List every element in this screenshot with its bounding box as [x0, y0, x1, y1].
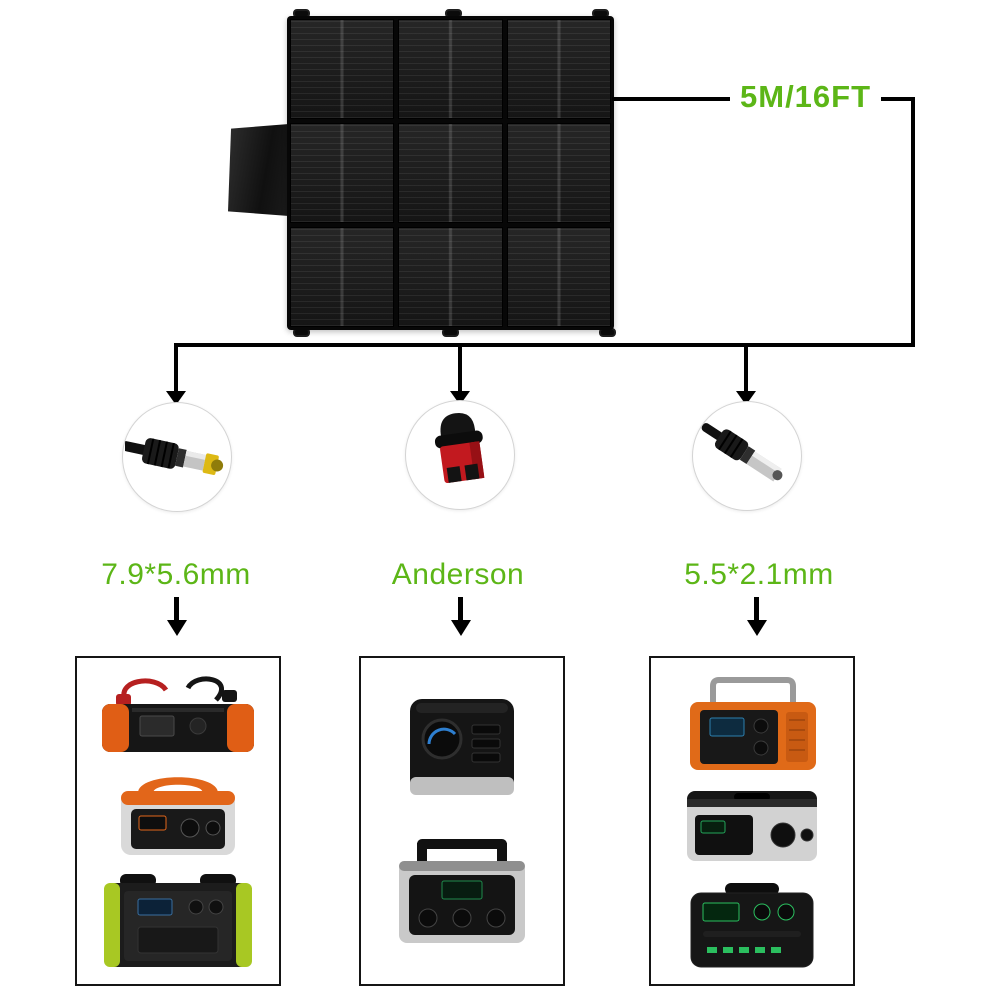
compatible-devices-box-5-5x2-1 [649, 656, 855, 986]
cable-drop-center [458, 345, 462, 393]
portable-power-station-black-cube [397, 693, 527, 803]
solar-cell-section [290, 19, 395, 119]
cable-segment-right [911, 97, 915, 347]
jump-starter-power-station-orange-black [94, 672, 262, 758]
solar-cell-section [506, 123, 611, 223]
portable-power-station-black-green [676, 879, 828, 971]
connector-size-label: 5.5*2.1mm [684, 558, 834, 591]
solar-cell-section [506, 19, 611, 119]
connector-circle-5-5x2-1 [692, 401, 802, 511]
solar-panel-grid [287, 16, 614, 330]
connector-size-label: Anderson [391, 558, 525, 591]
anderson-connector-red-black-icon [434, 412, 485, 484]
dc-plug-5-5x2-1-silver-tip-icon [701, 423, 783, 482]
solar-cell-section [398, 19, 503, 119]
down-arrow-icon [458, 597, 463, 622]
portable-power-station-silver-top-handle [383, 835, 541, 949]
down-arrow-icon [174, 597, 179, 622]
connector-circle-anderson [405, 400, 515, 510]
portable-power-station-silver-aluminum [675, 783, 829, 869]
foldable-solar-panel [228, 9, 616, 337]
down-arrow-icon [451, 620, 471, 636]
connector-circle-7-9x5-6 [122, 402, 232, 512]
down-arrow-icon [747, 620, 767, 636]
solar-cell-section [398, 123, 503, 223]
down-arrow-icon [167, 620, 187, 636]
connector-size-label: 7.9*5.6mm [101, 558, 251, 591]
cable-length-label: 5M/16FT [730, 79, 882, 115]
dc-plug-7-9x5-6-yellow-tip-icon [125, 438, 224, 475]
cable-drop-right [744, 345, 748, 393]
down-arrow-icon [754, 597, 759, 622]
cable-drop-left [174, 345, 178, 393]
portable-power-station-black-lime [94, 871, 262, 971]
down-arrow-icon [166, 391, 186, 405]
solar-cell-section [290, 227, 395, 327]
portable-power-station-orange-gray [102, 767, 254, 861]
compatible-devices-box-anderson [359, 656, 565, 986]
compatible-devices-box-7-9x5-6 [75, 656, 281, 986]
cable-segment-bottom [174, 343, 915, 347]
solar-panel-side-flap [228, 124, 289, 216]
portable-power-station-orange-wire-handle [675, 672, 829, 774]
solar-cell-section [506, 227, 611, 327]
solar-cell-section [398, 227, 503, 327]
solar-cell-section [290, 123, 395, 223]
